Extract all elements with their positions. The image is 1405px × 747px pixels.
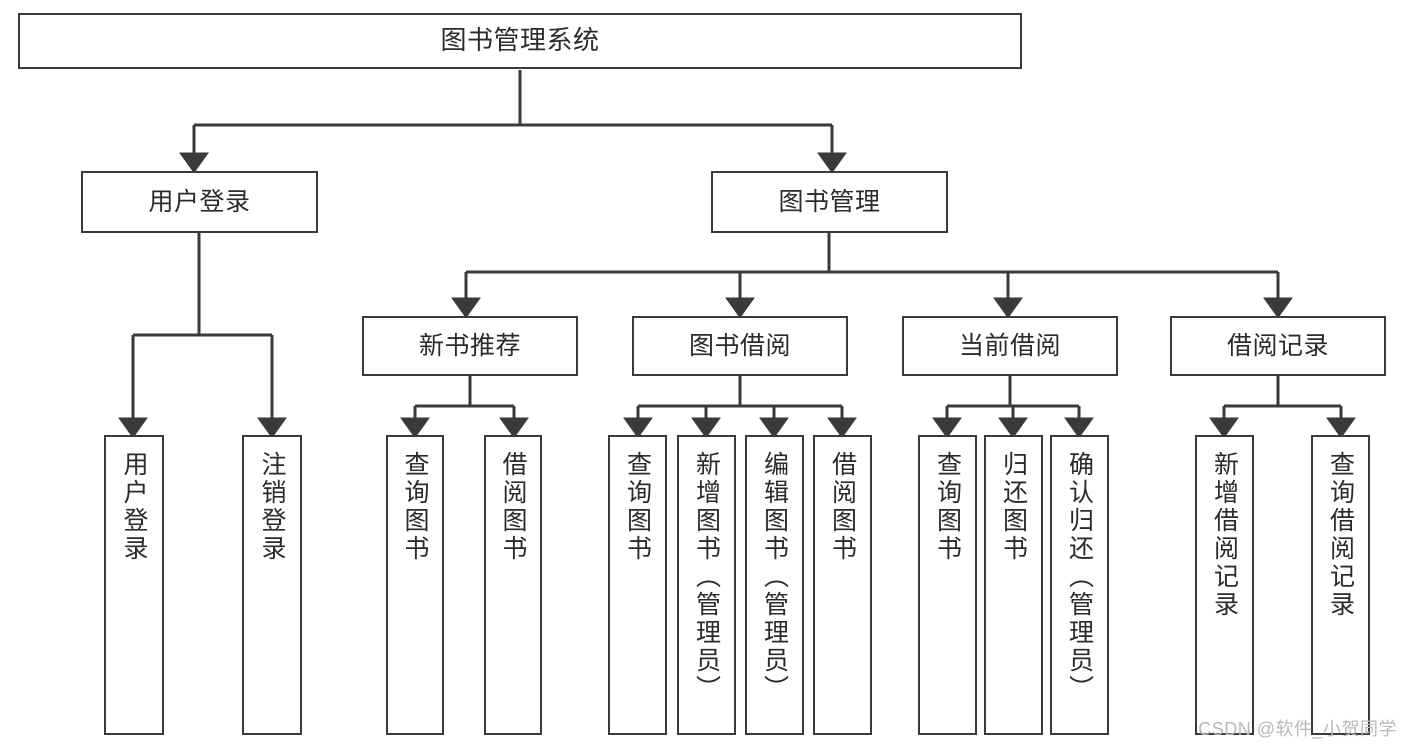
node-label: 用户登录 bbox=[120, 451, 148, 563]
node-label: 新增借阅记录 bbox=[1210, 451, 1239, 619]
node-label: 当前借阅 bbox=[958, 332, 1061, 360]
node-label: 图书管理 bbox=[778, 188, 881, 216]
node-book-borrow[interactable]: 图书借阅 bbox=[632, 316, 848, 376]
node-user-login[interactable]: 用户登录 bbox=[81, 171, 318, 233]
node-leaf-query-borrow-record[interactable]: 查询借阅记录 bbox=[1311, 435, 1370, 735]
node-label: 图书借阅 bbox=[688, 332, 791, 360]
node-label: 借阅图书 bbox=[499, 451, 527, 563]
node-borrow-record[interactable]: 借阅记录 bbox=[1170, 316, 1386, 376]
node-label: 查询借阅记录 bbox=[1326, 451, 1355, 619]
node-label: 查询图书 bbox=[933, 451, 962, 563]
node-leaf-borrow-book-2[interactable]: 借阅图书 bbox=[813, 435, 872, 735]
node-leaf-borrow-book-1[interactable]: 借阅图书 bbox=[484, 435, 542, 735]
node-label: 查询图书 bbox=[401, 451, 429, 563]
node-book-management[interactable]: 图书管理 bbox=[711, 171, 948, 233]
node-label: 用户登录 bbox=[148, 188, 251, 216]
node-leaf-confirm-return[interactable]: 确认归还（管理员） bbox=[1050, 435, 1109, 735]
node-leaf-add-book[interactable]: 新增图书（管理员） bbox=[677, 435, 736, 735]
node-label: 归还图书 bbox=[999, 451, 1028, 563]
node-leaf-query-book-1[interactable]: 查询图书 bbox=[386, 435, 444, 735]
node-leaf-logout-login[interactable]: 注销登录 bbox=[242, 435, 302, 735]
node-new-book-recommend[interactable]: 新书推荐 bbox=[362, 316, 578, 376]
node-label: 借阅记录 bbox=[1226, 332, 1329, 360]
node-root-book-management-system[interactable]: 图书管理系统 bbox=[18, 13, 1022, 69]
node-leaf-add-borrow-record[interactable]: 新增借阅记录 bbox=[1195, 435, 1254, 735]
node-label: 注销登录 bbox=[258, 451, 286, 563]
node-label: 图书管理系统 bbox=[440, 25, 600, 56]
node-label: 编辑图书（管理员） bbox=[760, 451, 789, 703]
node-leaf-return-book[interactable]: 归还图书 bbox=[984, 435, 1043, 735]
node-label: 查询图书 bbox=[623, 451, 652, 563]
node-leaf-edit-book[interactable]: 编辑图书（管理员） bbox=[745, 435, 804, 735]
node-current-borrow[interactable]: 当前借阅 bbox=[902, 316, 1118, 376]
node-leaf-query-book-2[interactable]: 查询图书 bbox=[608, 435, 667, 735]
node-label: 借阅图书 bbox=[828, 451, 857, 563]
node-label: 确认归还（管理员） bbox=[1065, 451, 1094, 703]
node-label: 新书推荐 bbox=[418, 332, 521, 360]
node-leaf-user-login[interactable]: 用户登录 bbox=[104, 435, 164, 735]
node-label: 新增图书（管理员） bbox=[692, 451, 721, 703]
node-leaf-query-book-3[interactable]: 查询图书 bbox=[918, 435, 977, 735]
